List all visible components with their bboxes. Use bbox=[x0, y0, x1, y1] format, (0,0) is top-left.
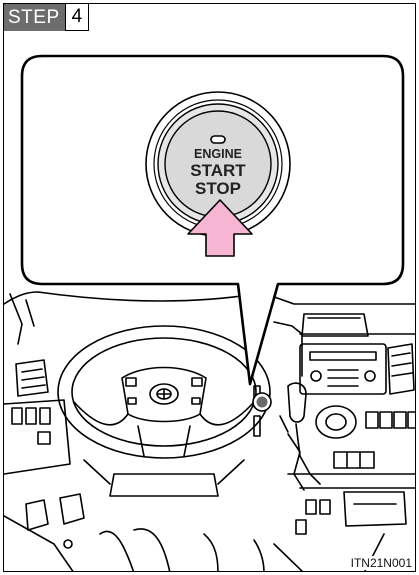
dashboard-illustration bbox=[4, 4, 416, 572]
step-label: STEP bbox=[4, 4, 65, 31]
figure-code: ITN21N001 bbox=[350, 556, 413, 570]
button-label-engine: ENGINE bbox=[170, 147, 266, 161]
button-label-start: START bbox=[170, 162, 266, 179]
instruction-figure: ENGINE START STOP STEP 4 ITN21N001 bbox=[3, 3, 416, 572]
dashboard-drawing bbox=[4, 292, 416, 572]
step-number: 4 bbox=[65, 4, 90, 31]
step-header: STEP 4 bbox=[4, 4, 89, 31]
button-label-stop: STOP bbox=[170, 180, 266, 197]
dash-start-button bbox=[253, 393, 271, 411]
indicator-light-icon bbox=[211, 136, 225, 143]
